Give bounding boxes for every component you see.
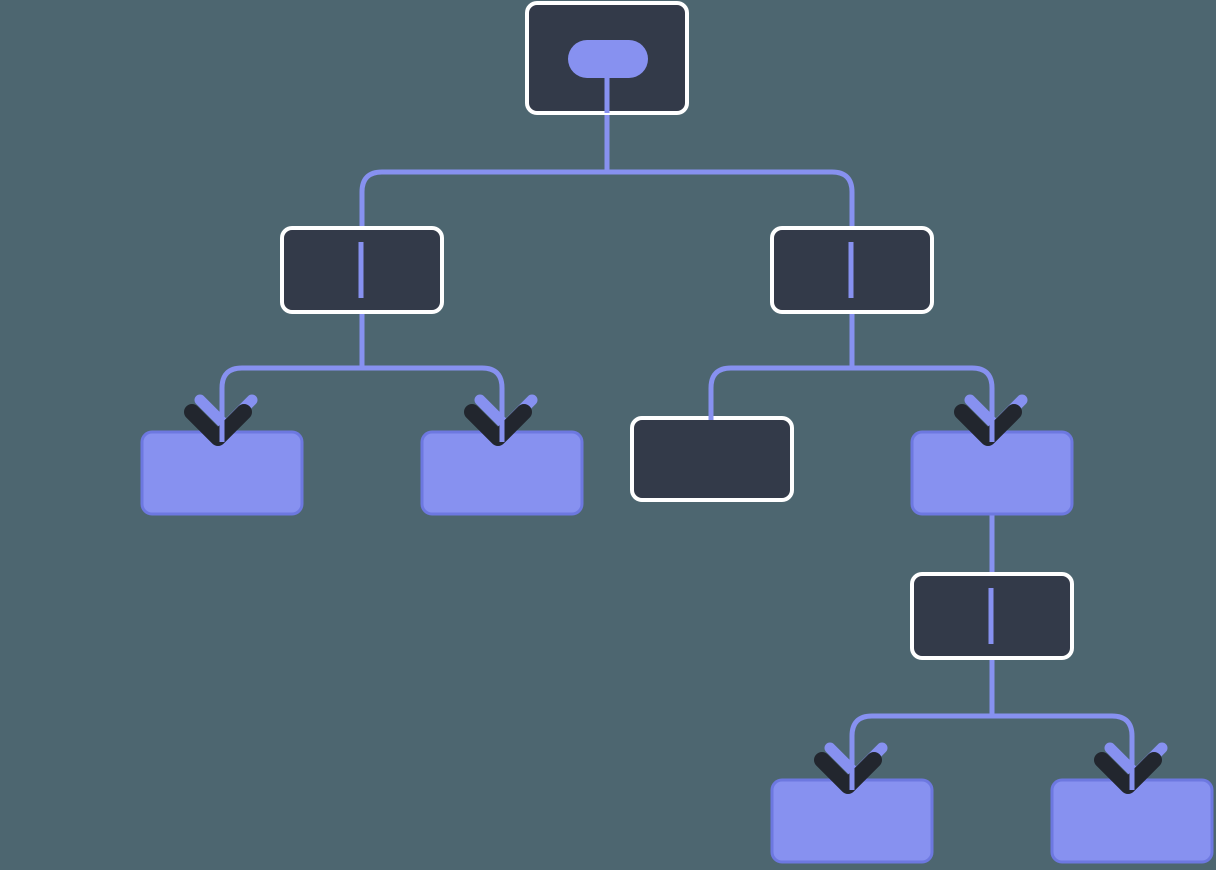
edge-level3-to-leaf-c[interactable] bbox=[849, 658, 995, 784]
edge-root-to-level1-left[interactable] bbox=[359, 113, 610, 228]
edge-level3-to-leaf-d[interactable] bbox=[989, 658, 1135, 784]
level2-dark-node[interactable] bbox=[630, 404, 794, 502]
edge-level1-right-to-level2-accent[interactable] bbox=[849, 312, 995, 436]
pill-badge-icon bbox=[568, 40, 648, 78]
root-node[interactable] bbox=[525, 1, 689, 115]
edge-level1-left-to-leaf-a[interactable] bbox=[219, 312, 365, 436]
edge-root-to-level1-right[interactable] bbox=[604, 113, 855, 228]
chevron-down-dark-icon bbox=[954, 404, 1022, 446]
arrowhead-double-chevron-down-icon bbox=[1094, 742, 1168, 794]
chevron-down-dark-icon bbox=[814, 752, 882, 794]
level1-left-node[interactable] bbox=[280, 226, 444, 314]
node-layer bbox=[140, 1, 1214, 864]
edge-level1-left-to-leaf-b[interactable] bbox=[359, 312, 505, 436]
level1-right-node[interactable] bbox=[770, 226, 934, 314]
chevron-down-dark-icon bbox=[464, 404, 532, 446]
arrowhead-double-chevron-down-icon bbox=[954, 394, 1028, 446]
chevron-down-dark-icon bbox=[1094, 752, 1162, 794]
edge-layer bbox=[219, 113, 1135, 784]
level3-dark-node[interactable] bbox=[910, 572, 1074, 660]
chevron-down-dark-icon bbox=[184, 404, 252, 446]
arrowhead-double-chevron-down-icon bbox=[814, 742, 888, 794]
edge-level1-right-to-level2-dark[interactable] bbox=[708, 312, 855, 420]
arrowhead-double-chevron-down-icon bbox=[464, 394, 538, 446]
arrowhead-double-chevron-down-icon bbox=[184, 394, 258, 446]
arrow-layer bbox=[184, 394, 1168, 794]
node-surface-dark bbox=[630, 416, 794, 502]
